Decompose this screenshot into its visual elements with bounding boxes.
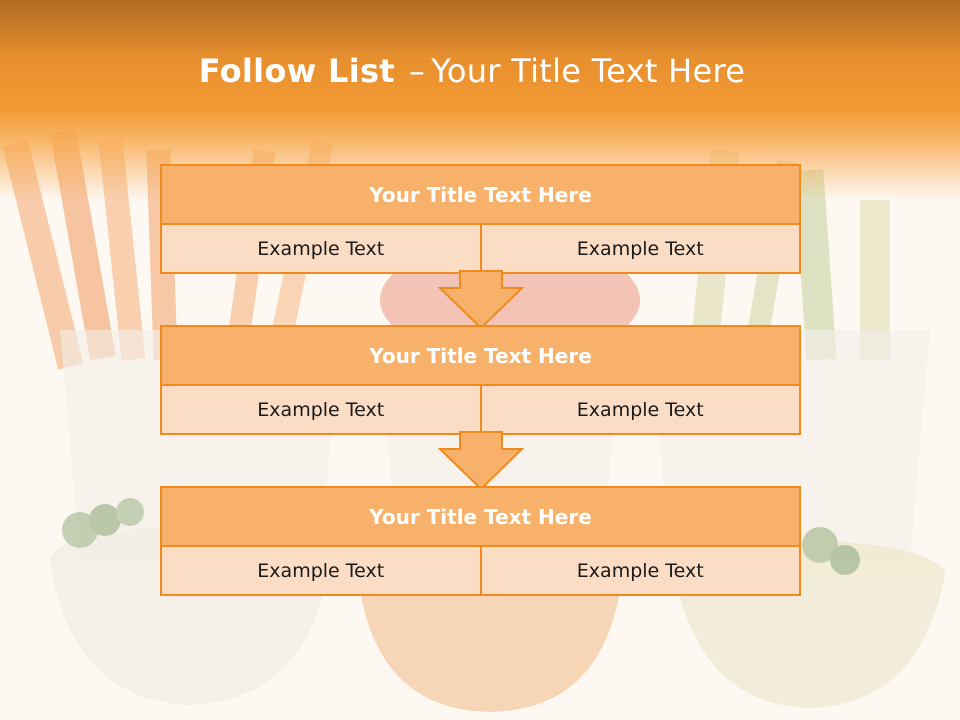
down-arrow-icon	[438, 431, 524, 491]
down-arrow-icon	[438, 270, 524, 330]
slide-title-separator: –	[408, 52, 426, 90]
slide-title-bold: Follow List	[198, 52, 395, 90]
step-cell-left: Example Text	[257, 398, 385, 421]
step-cell-right: Example Text	[479, 225, 800, 272]
step-title: Your Title Text Here	[162, 166, 799, 225]
step-box-3: Your Title Text Here Example Text Exampl…	[160, 486, 801, 596]
step-row: Example Text Example Text	[162, 225, 799, 272]
step-cell-left: Example Text	[257, 559, 385, 582]
step-row: Example Text Example Text	[162, 386, 799, 433]
slide-title-text: Your Title Text Here	[431, 52, 746, 90]
step-cell-right: Example Text	[479, 547, 800, 594]
step-cell-left: Example Text	[257, 237, 385, 260]
step-cell-right: Example Text	[479, 386, 800, 433]
slide-title: Follow List–Your Title Text Here	[0, 52, 944, 90]
step-box-2: Your Title Text Here Example Text Exampl…	[160, 325, 801, 435]
step-title: Your Title Text Here	[162, 488, 799, 547]
step-title: Your Title Text Here	[162, 327, 799, 386]
step-box-1: Your Title Text Here Example Text Exampl…	[160, 164, 801, 274]
step-row: Example Text Example Text	[162, 547, 799, 594]
